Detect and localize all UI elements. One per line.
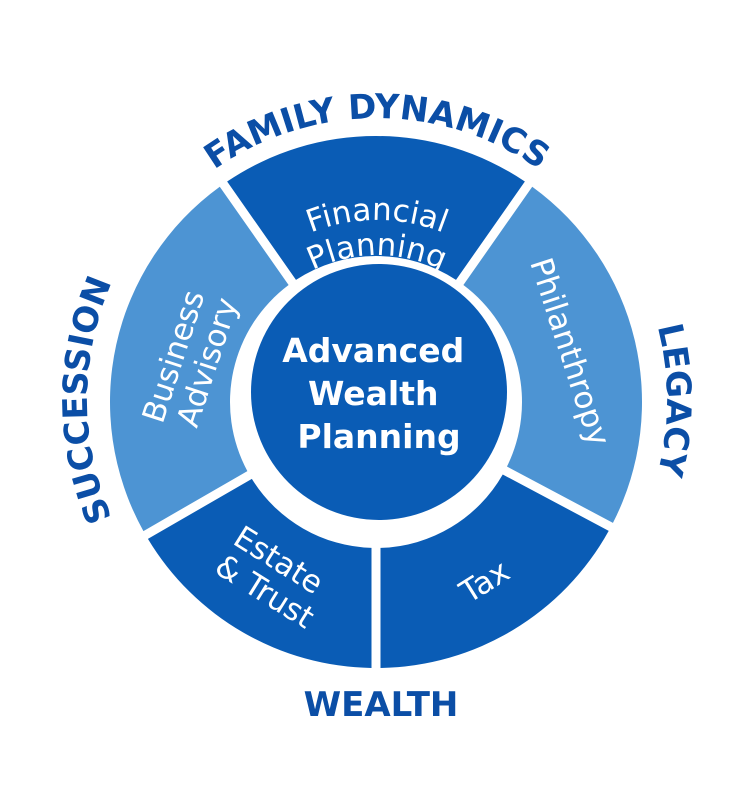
- segment-estate-trust: [147, 478, 372, 668]
- center-circle: [251, 264, 507, 520]
- segment-philanthropy: [463, 186, 642, 523]
- outer-label-legacy: LEGACY: [649, 320, 698, 481]
- segment-tax: [380, 474, 609, 668]
- outer-label-wealth: WEALTH: [304, 685, 459, 725]
- segment-financial-planning: [227, 135, 525, 280]
- segment-business-advisory: [109, 186, 289, 532]
- ring-segments: [109, 135, 642, 668]
- center-label: Advanced Wealth Planning: [282, 331, 476, 456]
